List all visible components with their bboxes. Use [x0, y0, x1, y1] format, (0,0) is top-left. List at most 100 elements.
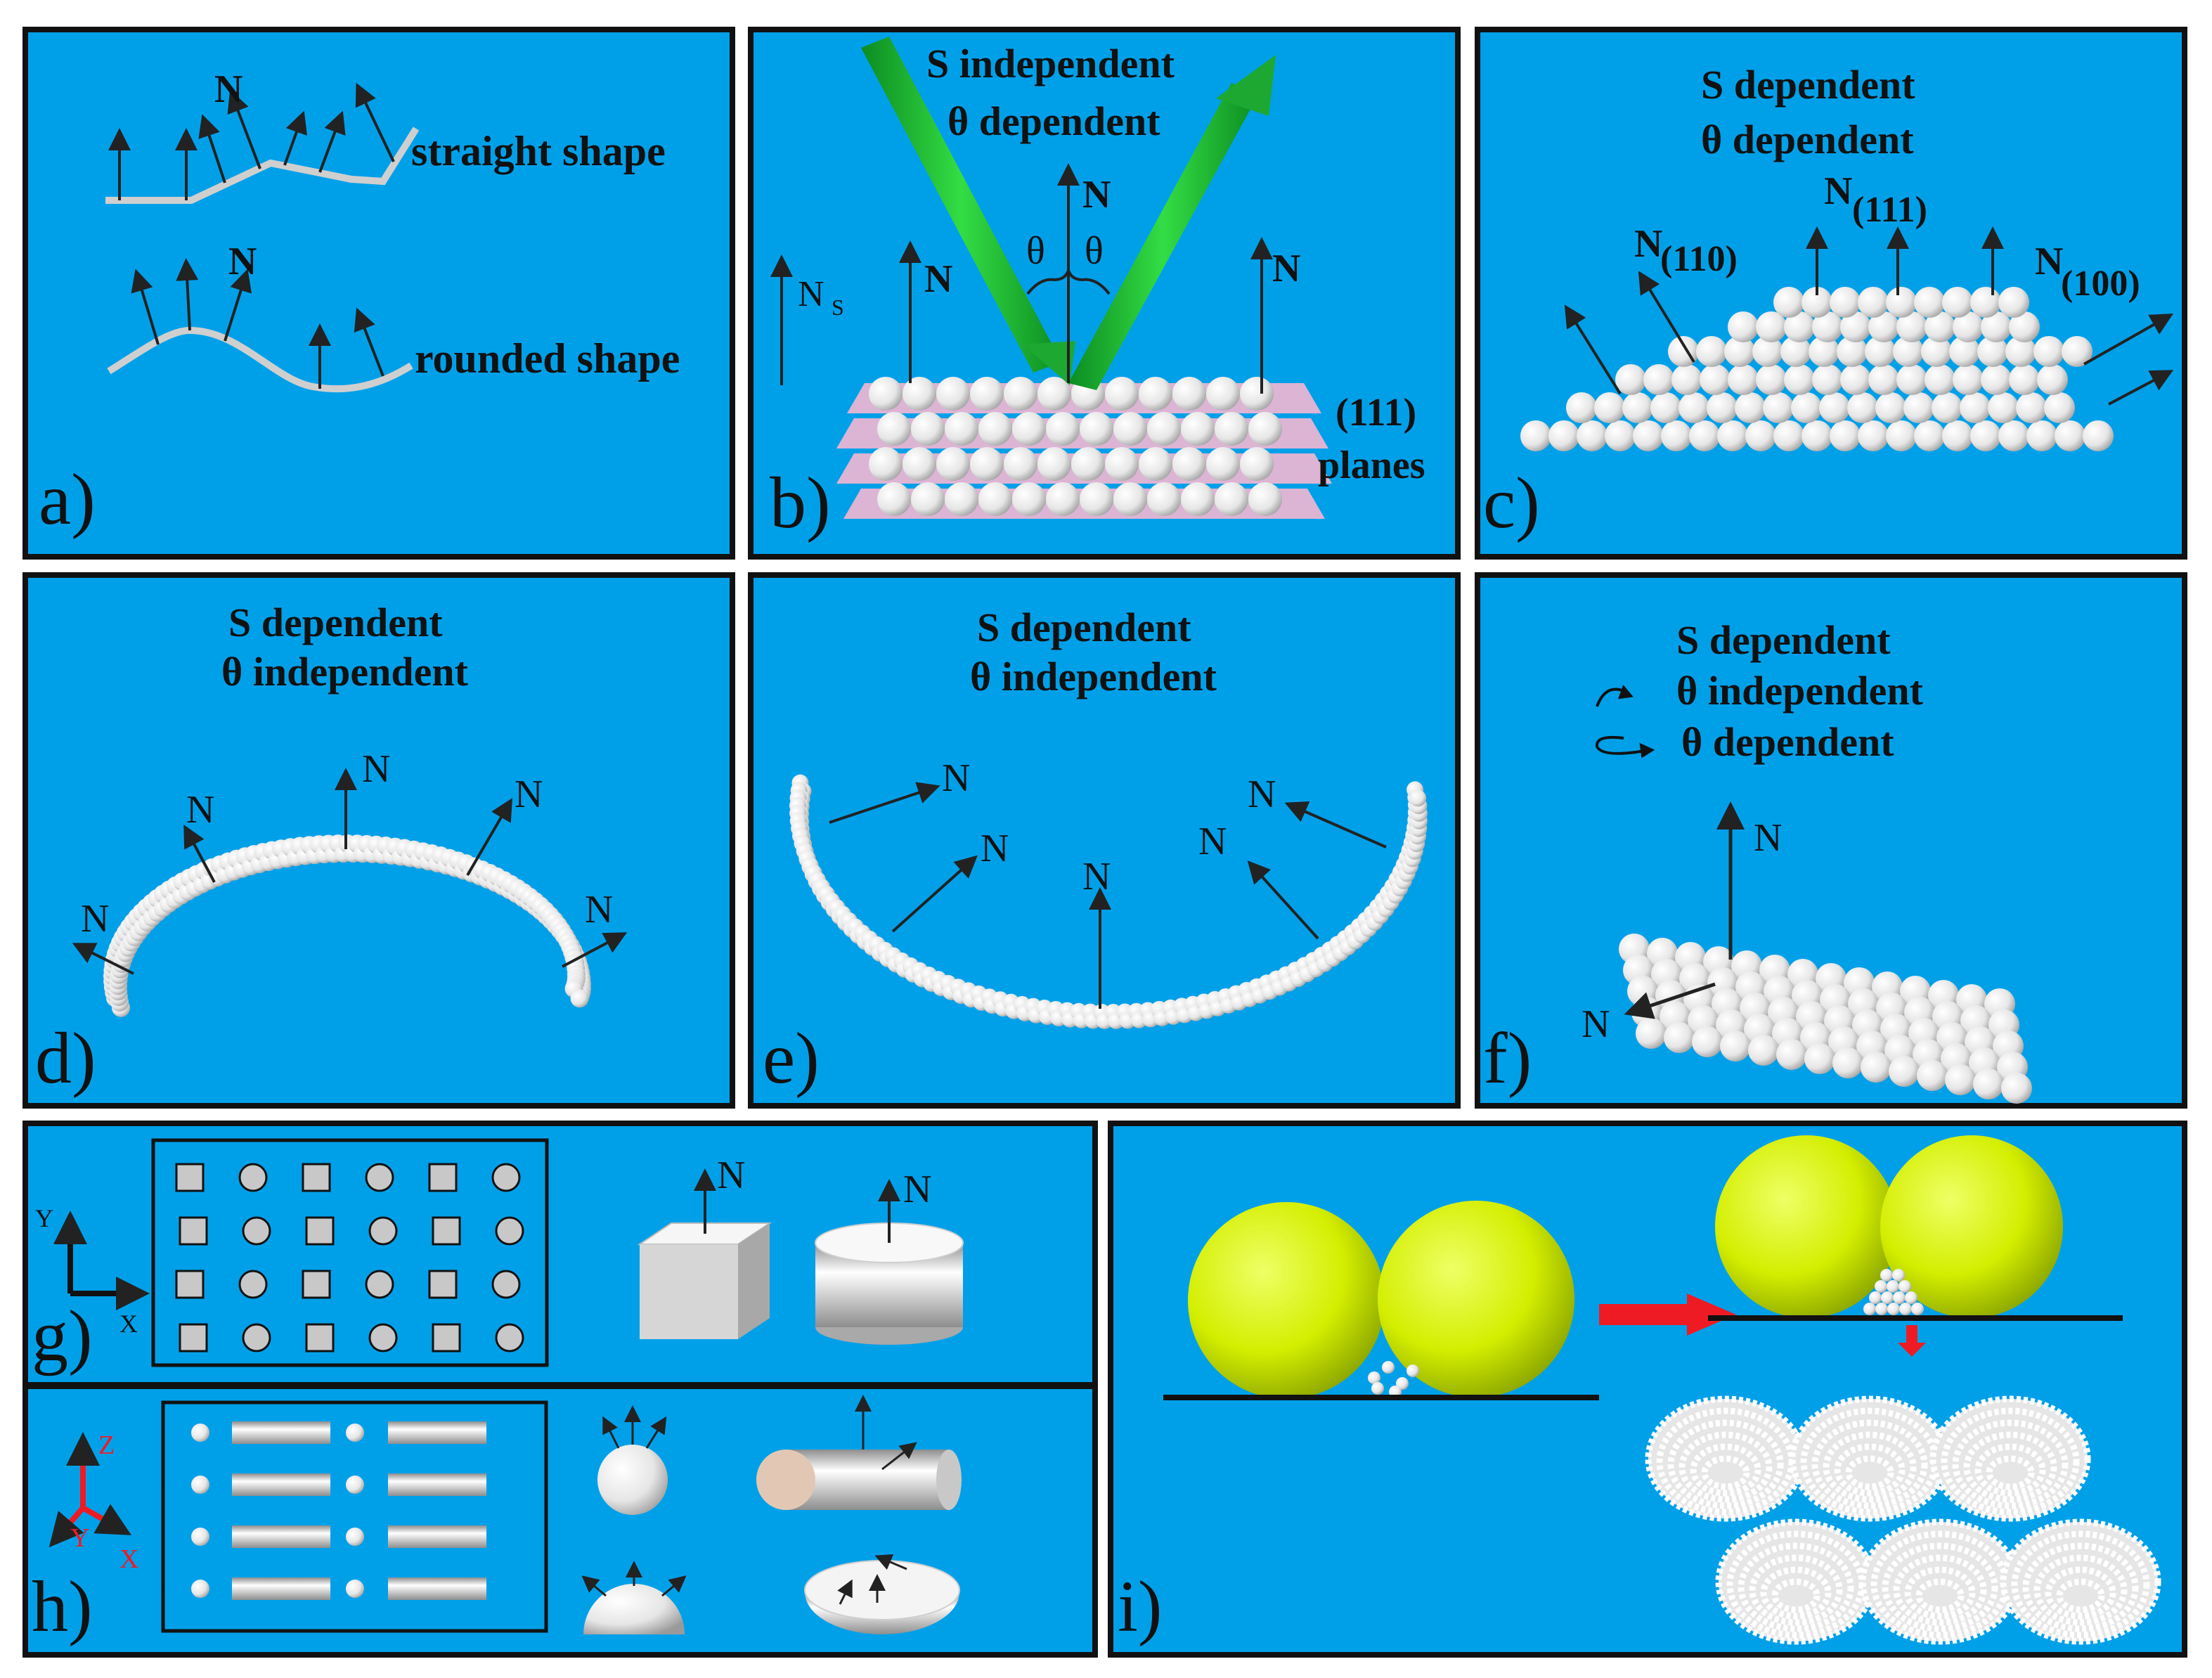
atom-sphere [1949, 336, 1980, 367]
normal-label: N [903, 1168, 931, 1211]
reflected-beam [1068, 83, 1258, 390]
bowl-ring [1915, 1578, 1965, 1613]
bowl-ring [1771, 1578, 1820, 1613]
atom-sphere [1181, 482, 1215, 516]
panel-label-e: e) [763, 1018, 820, 1099]
atom-sphere [1840, 311, 1871, 342]
reflected-beam-head [1216, 55, 1276, 116]
incident-beam-head [1023, 341, 1075, 385]
normal-arrow [881, 1442, 917, 1471]
square-cell [428, 1270, 458, 1299]
atom-sphere [1728, 364, 1759, 395]
bowl-ring [1986, 1455, 2035, 1490]
rod-array-box [161, 1400, 548, 1633]
atom-sphere [1791, 392, 1822, 423]
atom-sphere [1932, 392, 1962, 423]
normal-label: N [1082, 855, 1111, 898]
atom-sphere [877, 482, 911, 516]
atom-sphere [2037, 364, 2068, 395]
atom-sphere [2016, 392, 2047, 423]
cylinder-shape [815, 1222, 964, 1345]
atom-sphere [2055, 420, 2085, 451]
atom-sphere [1780, 336, 1811, 367]
normal-arrow [2108, 370, 2174, 406]
atom-sphere [346, 1528, 364, 1546]
panel-c-title-1: S dependent [1701, 62, 1915, 108]
straight-shape-line [105, 127, 420, 204]
atom-sphere [1784, 364, 1815, 395]
atom-sphere [1886, 420, 1917, 451]
atom-sphere [1776, 1039, 1807, 1070]
atom-sphere [1409, 789, 1427, 807]
atom-sphere [1080, 412, 1113, 446]
normal-label: N [1272, 247, 1300, 290]
xyz-axes [48, 1432, 131, 1548]
atom-sphere [2026, 420, 2057, 451]
atom-sphere [936, 447, 970, 481]
square-cell [302, 1163, 331, 1192]
atom-sphere [1206, 377, 1240, 411]
atom-sphere [1925, 311, 1955, 342]
panel-c-title-2: θ dependent [1701, 117, 1914, 162]
atom-sphere [1925, 364, 1955, 395]
axis-y-label: Y [70, 1523, 89, 1553]
bowl-ring [2022, 1542, 2139, 1632]
facet-110-label: (110) [1660, 239, 1738, 279]
circle-cell [491, 1163, 521, 1192]
normal-arrow [183, 824, 216, 883]
normal-arrow [318, 110, 346, 173]
normal-label: N [186, 788, 214, 832]
xy-axes [53, 1211, 150, 1310]
normal-label: N [2035, 240, 2063, 283]
atom-sphere [1784, 311, 1815, 342]
panel-c-frame [1475, 27, 2187, 560]
panel-b: S independent θ dependent N N N θ θ N S … [748, 27, 1461, 560]
circle-cell [238, 1163, 268, 1192]
atom-sphere [1105, 377, 1139, 411]
atom-sphere [1905, 1291, 1917, 1304]
bowl-ring [1679, 1431, 1773, 1503]
bowl-ring [1811, 1419, 1928, 1509]
atom-sphere [1812, 364, 1843, 395]
atom-sphere [1881, 1291, 1894, 1304]
surface-normal-label: N [798, 274, 824, 314]
atom-sphere [1046, 412, 1080, 446]
atom-sphere [936, 377, 970, 411]
bowl-atom-chain [789, 774, 1428, 1029]
normal-label: N [515, 773, 543, 816]
atom-sphere [1012, 412, 1046, 446]
template-sphere [1715, 1135, 1898, 1318]
atom-sphere [1812, 311, 1843, 342]
rod-cell [388, 1421, 486, 1444]
atom-sphere [1756, 311, 1787, 342]
normal-arrow [891, 855, 978, 933]
bowl-ring [2056, 1578, 2105, 1613]
panel-a: N straight shape N rounded shape a) [22, 27, 735, 560]
atom-sphere [2009, 364, 2040, 395]
incident-beam [861, 37, 1061, 373]
atom-sphere [1981, 311, 2012, 342]
atom-sphere [1973, 1069, 2004, 1099]
atom-sphere [1977, 336, 2008, 367]
atom-sphere [970, 447, 1004, 481]
panel-e-title-2: θ independent [970, 654, 1217, 699]
normal-arrow [198, 114, 226, 183]
atom-layers [869, 377, 1282, 516]
atom-sphere [1804, 1043, 1835, 1074]
atom-sphere [1899, 1280, 1911, 1293]
sphere-particle [597, 1445, 668, 1515]
atom-sphere [1887, 1303, 1900, 1315]
atom-sphere [1700, 364, 1731, 395]
atom-sphere [970, 377, 1004, 411]
circle-cell [365, 1270, 394, 1299]
template-sphere [1188, 1202, 1385, 1399]
atom-sphere [1643, 364, 1674, 395]
atom-sphere [2009, 311, 2040, 342]
atom-sphere [1802, 420, 1832, 451]
cube-shape [637, 1222, 772, 1339]
normal-arrow [562, 932, 628, 968]
circle-cell [495, 1216, 524, 1246]
atom-sphere [1868, 364, 1899, 395]
panel-label-h: h) [32, 1566, 93, 1647]
atom-sphere [191, 1476, 209, 1494]
